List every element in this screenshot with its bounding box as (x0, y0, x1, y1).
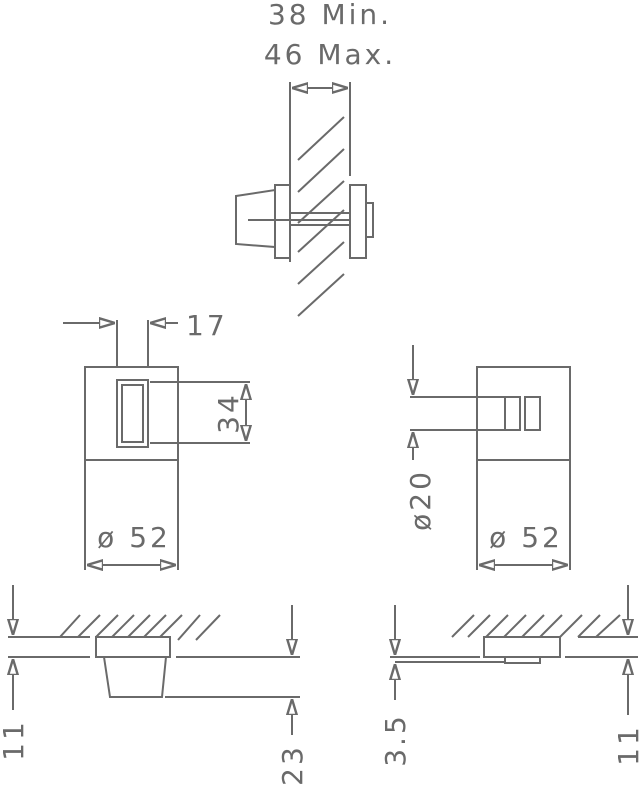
rosette-left (274, 184, 291, 259)
release-front-view: ø20 ø 52 (404, 345, 571, 570)
door-hatch (297, 116, 345, 317)
turn-knob (235, 188, 276, 249)
indicator-diameter-label: ø20 (404, 469, 437, 531)
turn-front-view: 17 34 ø 52 (63, 309, 250, 570)
turn-height-label: 34 (212, 392, 245, 434)
indicator-left (504, 396, 521, 431)
release-projection-label: 3.5 (379, 713, 412, 767)
turn-profile-view: 11 23 (0, 585, 309, 785)
side-view: 38 Min. 46 Max. (235, 0, 396, 317)
release-profile (504, 656, 541, 664)
rosette-right (349, 184, 367, 259)
turn-knob-profile (102, 656, 168, 698)
rosette-thickness-left-label: 11 (0, 719, 30, 761)
door-min-label: 38 Min. (268, 0, 392, 31)
rosette-diameter-left-label: ø 52 (97, 521, 171, 554)
turn-projection-label: 23 (276, 744, 309, 785)
rosette-diameter-right-label: ø 52 (489, 521, 563, 554)
rosette-thickness-right-label: 11 (612, 724, 640, 766)
release-profile-view: 3.5 11 (379, 585, 640, 767)
indicator-right (524, 396, 541, 431)
turn-handle (116, 379, 149, 448)
release-indicator (365, 202, 374, 238)
door-max-label: 46 Max. (264, 38, 396, 71)
turn-width-label: 17 (186, 309, 228, 342)
